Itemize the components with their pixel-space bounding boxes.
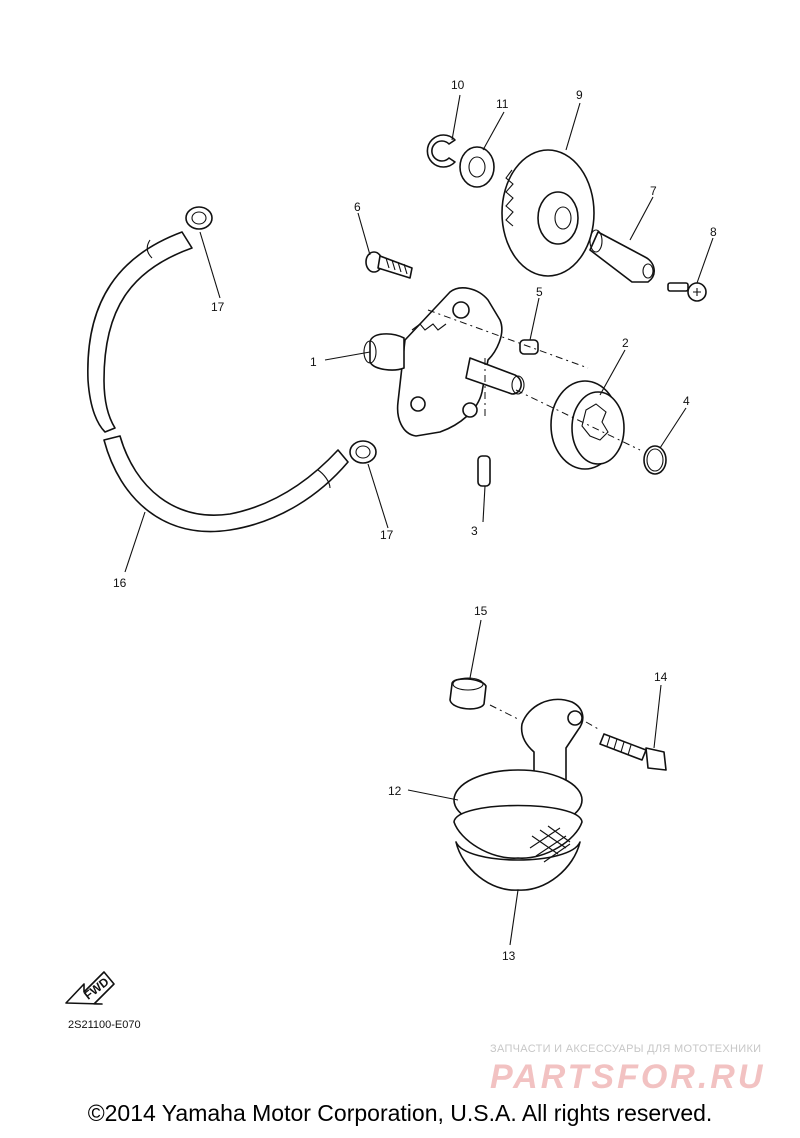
watermark-logo: PARTSFOR.RU (490, 1058, 766, 1096)
part-label-13: 13 (502, 949, 516, 963)
part-label-6: 6 (354, 200, 361, 214)
gear-shaft (589, 229, 655, 283)
strainer-pin (449, 677, 487, 710)
leader-lines (124, 94, 714, 946)
dowel-pin-lower (477, 455, 491, 487)
part-label-16: 16 (113, 576, 127, 590)
part-label-4: 4 (683, 394, 690, 408)
washer (459, 146, 495, 188)
circlip (426, 134, 456, 168)
part-label-9: 9 (576, 88, 583, 102)
oil-strainer (453, 698, 584, 891)
part-label-17-lower: 17 (380, 528, 394, 542)
part-label-11: 11 (496, 97, 509, 111)
pump-rotor (550, 380, 625, 470)
document-id: 2S21100-E070 (68, 1019, 141, 1031)
copyright-notice: ©2014 Yamaha Motor Corporation, U.S.A. A… (87, 1100, 713, 1126)
o-ring (643, 445, 667, 475)
axis-line (427, 309, 641, 451)
oil-hose (87, 231, 349, 533)
part-label-7: 7 (650, 184, 657, 198)
bolt (365, 251, 413, 279)
part-label-10: 10 (451, 78, 465, 92)
part-label-14: 14 (654, 670, 668, 684)
part-label-2: 2 (622, 336, 629, 350)
part-label-15: 15 (474, 604, 488, 618)
hose-clamp-upper (185, 206, 213, 230)
axis-line (489, 704, 601, 731)
part-label-12: 12 (388, 784, 402, 798)
part-label-3: 3 (471, 524, 478, 538)
small-screw (667, 282, 707, 302)
part-label-17-upper: 17 (211, 300, 225, 314)
part-label-8: 8 (710, 225, 717, 239)
watermark-tagline: ЗАПЧАСТИ И АКСЕССУАРЫ ДЛЯ МОТОТЕХНИКИ (490, 1043, 762, 1055)
part-label-5: 5 (536, 285, 543, 299)
hose-clamp-lower (349, 440, 377, 464)
driven-gear (501, 149, 595, 277)
strainer-bolt (599, 733, 667, 771)
pump-body (363, 287, 525, 437)
part-label-1: 1 (310, 355, 317, 369)
fwd-arrow-badge: FWD (65, 971, 115, 1005)
